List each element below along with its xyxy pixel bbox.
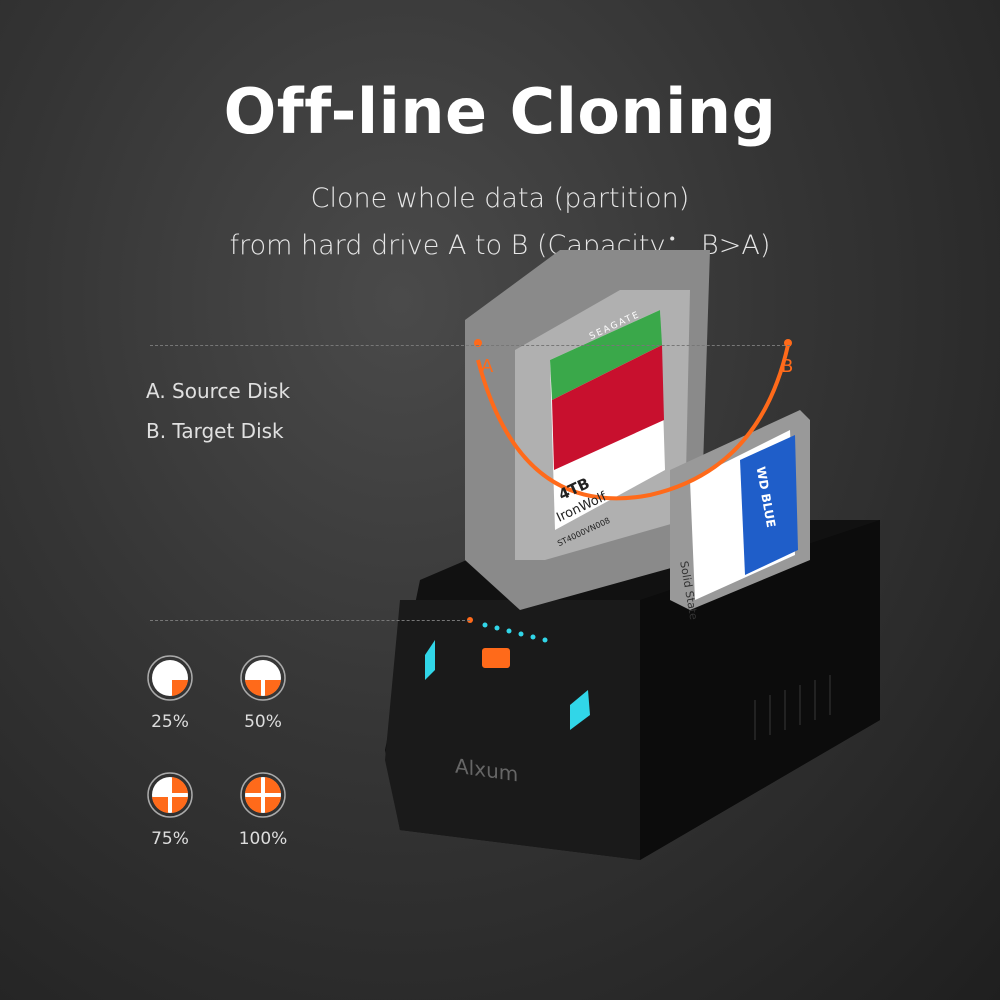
dock-front — [385, 600, 640, 860]
pct-25: 25% — [151, 712, 189, 732]
led-right — [570, 690, 590, 730]
ssd-label — [740, 435, 798, 575]
subtitle-line-1: Clone whole data (partition) — [310, 183, 690, 214]
quarter-pie-icon — [147, 655, 193, 701]
divider-bottom — [150, 620, 470, 621]
marker-a: A — [481, 356, 494, 377]
page-title: Off-line Cloning — [223, 75, 777, 148]
pct-50: 50% — [244, 712, 282, 732]
progress-icons — [147, 655, 286, 818]
indicator-dot — [467, 617, 473, 623]
three-quarter-pie-icon — [147, 772, 193, 818]
status-leds — [482, 622, 548, 643]
clone-button — [482, 648, 510, 668]
pct-75: 75% — [151, 829, 189, 849]
full-pie-icon — [240, 772, 286, 818]
source-disk-label: A. Source Disk — [146, 379, 291, 403]
half-pie-icon — [240, 655, 286, 701]
vent-lines — [754, 675, 831, 740]
pct-100: 100% — [238, 829, 288, 849]
led-left — [425, 640, 435, 680]
clone-arc — [476, 344, 790, 501]
target-disk-label: B. Target Disk — [146, 419, 284, 443]
divider-top — [150, 345, 790, 346]
marker-b: B — [781, 356, 794, 377]
